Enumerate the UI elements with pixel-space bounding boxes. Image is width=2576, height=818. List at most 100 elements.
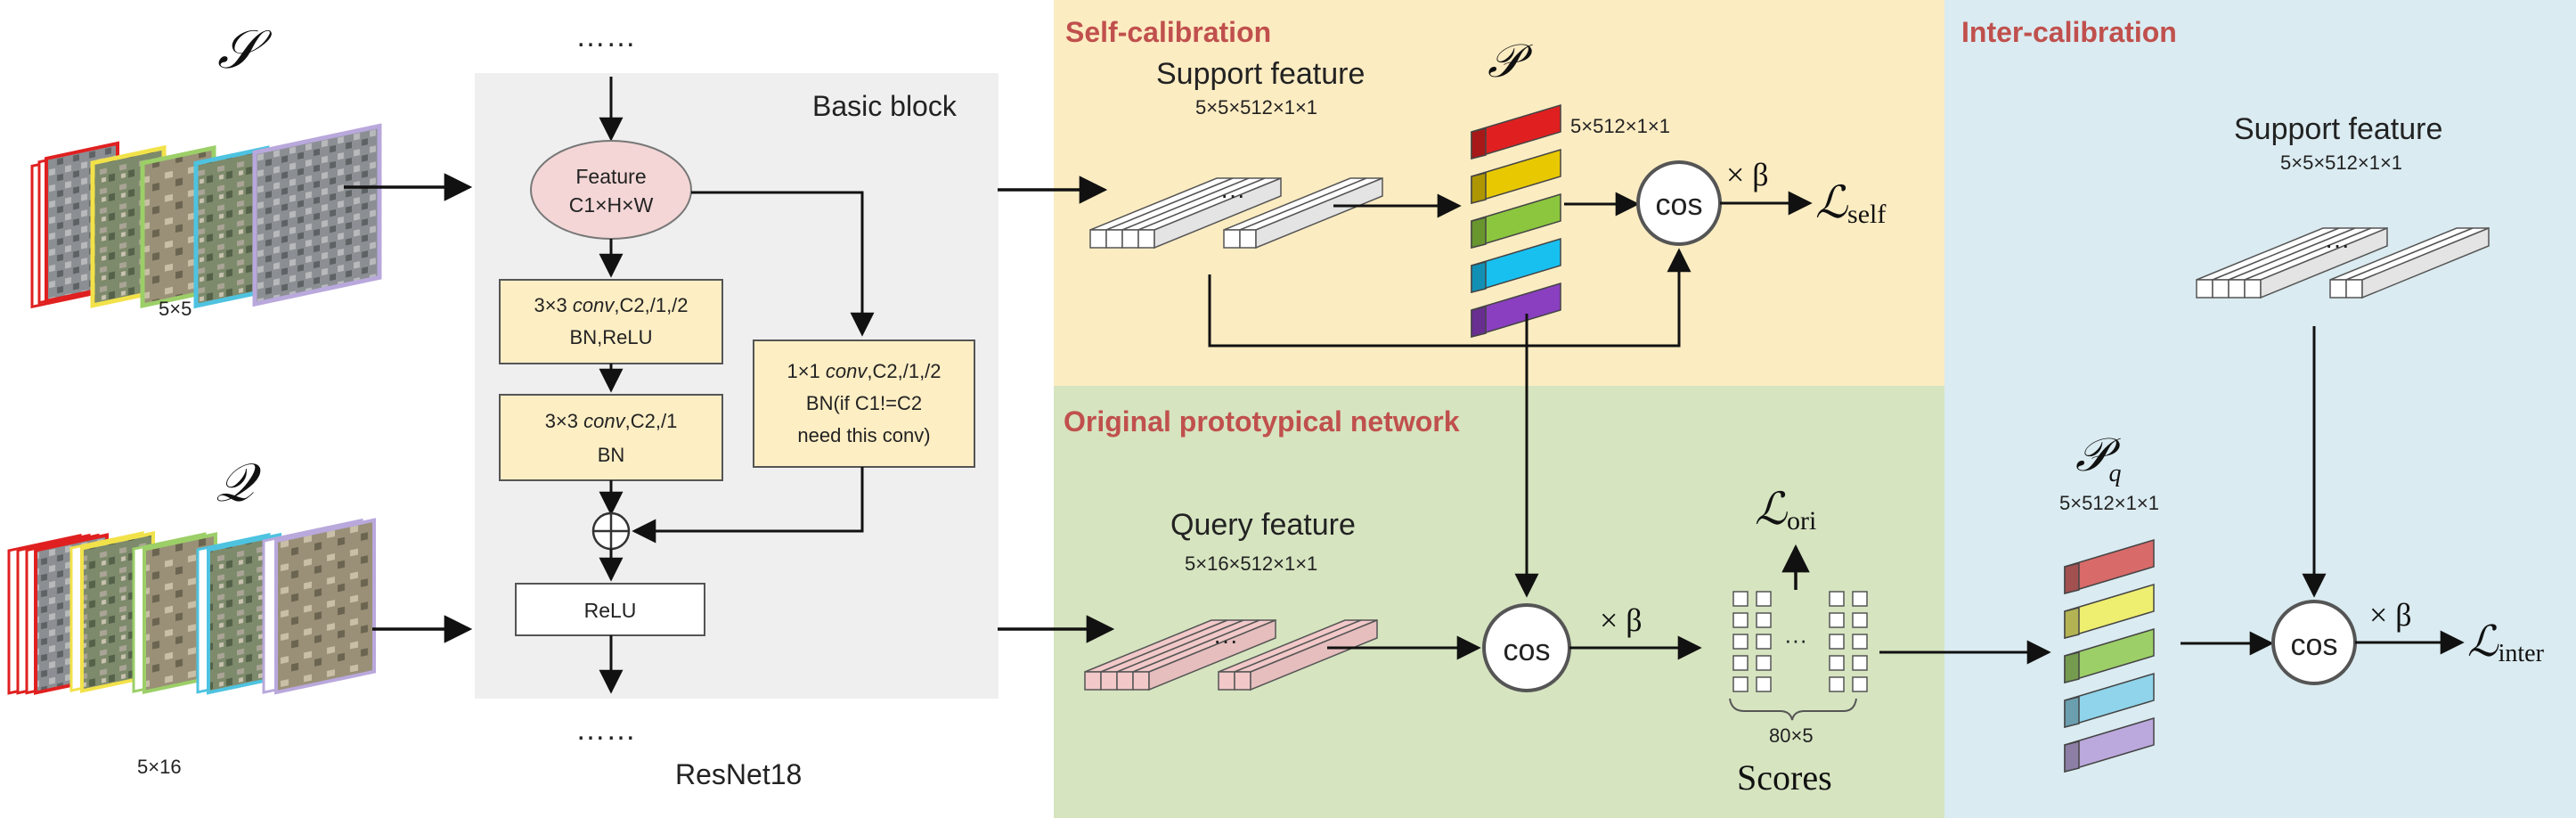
- self-cos-label: cos: [1656, 188, 1703, 222]
- prototype-q-bars-slab-0: [2064, 538, 2155, 595]
- prototype-bars-slab-1: [1471, 148, 1561, 205]
- query-feature-bars-front-2: [1116, 671, 1134, 691]
- prototype-q-bars: [2064, 538, 2155, 773]
- relu-label: ReLU: [584, 599, 637, 622]
- relu-box: [515, 583, 705, 636]
- self-calibration-title: Self-calibration: [1065, 16, 1271, 48]
- ori-scale-label: × β: [1600, 602, 1643, 638]
- prototype-bars-slab-3: [1471, 237, 1561, 294]
- score-cell-11: [1829, 612, 1845, 628]
- self-support-feature-bars-front-1: [1105, 229, 1123, 249]
- query-feature-bars-last: [1218, 618, 1378, 691]
- prototype-bars-slab-0: [1471, 103, 1561, 160]
- prototype-bars-slab-2: [1471, 192, 1561, 249]
- support-set-symbol: 𝒮: [217, 20, 273, 79]
- score-cell-9: [1756, 676, 1772, 692]
- self-support-feature-label: Support feature: [1156, 57, 1365, 91]
- inter-calibration-title: Inter-calibration: [1961, 16, 2177, 48]
- self-support-ellipsis: ···: [1220, 181, 1245, 209]
- self-support-feature-bars-side-3: [1153, 176, 1282, 249]
- query-feature-bars: [1084, 618, 1276, 691]
- prototype-q-bars-slab-3: [2064, 672, 2155, 729]
- shortcut-note-label: need this conv): [797, 424, 930, 446]
- feature-node: [530, 140, 692, 240]
- backbone-dots-top: ……: [575, 20, 636, 53]
- query-set-symbol: 𝒬: [216, 454, 262, 512]
- query-image-stack: [7, 518, 376, 695]
- scores-grid: [1732, 591, 1868, 692]
- support-stack-purple: [252, 123, 382, 307]
- inter-cos-label: cos: [2291, 628, 2338, 662]
- query-stack-blue: [196, 532, 281, 695]
- scores-label: Scores: [1737, 757, 1832, 798]
- inter-support-shape: 5×5×512×1×1: [2280, 151, 2402, 174]
- inter-calibration-panel: [1944, 0, 2576, 818]
- score-cell-4: [1732, 676, 1749, 692]
- support-shape-label: 5×5: [159, 298, 192, 320]
- score-cell-14: [1829, 676, 1845, 692]
- score-cell-12: [1829, 634, 1845, 650]
- original-network-panel: [1054, 386, 1944, 818]
- score-cell-6: [1756, 612, 1772, 628]
- support-image-stack: [30, 123, 382, 309]
- self-support-feature-bars-last-side-1: [1255, 176, 1383, 249]
- self-support-feature-bars-last: [1223, 176, 1383, 249]
- query-stack-purple: [262, 518, 376, 695]
- prototype-bars: [1471, 103, 1561, 339]
- score-cell-5: [1756, 591, 1772, 607]
- score-cell-10: [1829, 591, 1845, 607]
- score-cell-1: [1732, 612, 1749, 628]
- score-cell-19: [1852, 676, 1868, 692]
- add-junction-icon: [591, 511, 631, 551]
- inter-support-ellipsis: ···: [2325, 231, 2350, 258]
- score-cell-3: [1732, 655, 1749, 671]
- score-cell-13: [1829, 655, 1845, 671]
- support-skip-to-cos-line: [1208, 248, 1692, 348]
- self-support-feature-bars-last-front-1: [1239, 229, 1257, 249]
- score-cell-7: [1756, 634, 1772, 650]
- inter-support-feature-bars-front-0: [2196, 279, 2213, 299]
- inter-support-feature-bars-last-front-0: [2329, 279, 2347, 299]
- query-feature-bars-front-3: [1132, 671, 1150, 691]
- prototype-bars-slab-4: [1471, 282, 1561, 339]
- backbone-name: ResNet18: [675, 758, 802, 790]
- basic-block-title: Basic block: [812, 90, 958, 122]
- self-support-shape: 5×5×512×1×1: [1195, 96, 1317, 119]
- query-cos-label: cos: [1504, 634, 1551, 667]
- query-feature-bars-side-3: [1148, 618, 1276, 691]
- inter-loss-label: ℒinter: [2467, 618, 2545, 667]
- inter-support-feature-label: Support feature: [2234, 112, 2442, 146]
- shortcut-conv-label: 1×1 conv,C2,/1,/2: [787, 360, 941, 382]
- score-cell-17: [1852, 634, 1868, 650]
- inter-support-feature-bars-last-front-1: [2345, 279, 2363, 299]
- score-cell-15: [1852, 591, 1868, 607]
- query-feature-label: Query feature: [1170, 508, 1356, 542]
- prototype-q-shape: 5×512×1×1: [2059, 492, 2159, 514]
- shortcut-to-add-line: [632, 467, 864, 544]
- conv2-norm-label: BN: [598, 444, 625, 466]
- feature-node-label: Feature: [575, 165, 646, 188]
- query-feature-bars-front-1: [1100, 671, 1118, 691]
- scores-ellipsis: ···: [1784, 626, 1807, 653]
- self-support-feature-bars-last-front-0: [1223, 229, 1241, 249]
- query-shape-label: 5×16: [137, 756, 182, 778]
- self-support-feature-bars-front-2: [1121, 229, 1139, 249]
- self-support-feature-bars-front-3: [1137, 229, 1155, 249]
- query-ellipsis: ···: [1213, 626, 1238, 654]
- inter-support-feature-bars-front-3: [2244, 279, 2262, 299]
- query-feature-bars-last-front-0: [1218, 671, 1235, 691]
- backbone-dots-bottom: ……: [575, 713, 636, 747]
- inter-support-feature-bars-last-side-1: [2361, 226, 2490, 299]
- inter-support-feature-bars-front-2: [2228, 279, 2246, 299]
- query-feature-bars-front-0: [1084, 671, 1102, 691]
- self-support-feature-bars: [1089, 176, 1282, 249]
- score-cell-2: [1732, 634, 1749, 650]
- prototype-q-bars-slab-4: [2064, 716, 2155, 773]
- shortcut-norm-label: BN(if C1!=C2: [806, 392, 922, 414]
- ori-loss-label: ℒori: [1755, 484, 1816, 536]
- conv1-box: [499, 279, 723, 364]
- inter-support-feature-bars: [2196, 226, 2388, 299]
- query-feature-bars-last-front-1: [1234, 671, 1251, 691]
- self-support-feature-bars-front-0: [1089, 229, 1107, 249]
